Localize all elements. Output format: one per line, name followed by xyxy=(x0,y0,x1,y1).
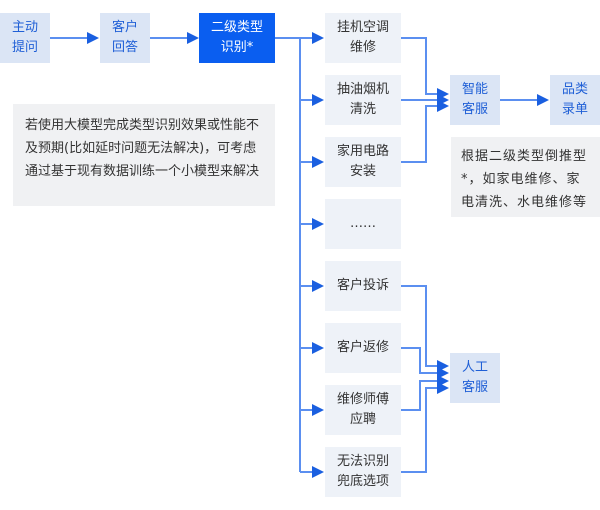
arrow-cat3-to-smart xyxy=(400,100,449,163)
human-service-node[interactable]: 人工 客服 xyxy=(450,353,500,403)
category-node[interactable]: 客户返修 xyxy=(325,323,401,373)
arrow-cat8-to-human xyxy=(400,382,449,473)
arrow-cat1-to-smart xyxy=(400,37,449,100)
category-entry-node[interactable]: 品类 录单 xyxy=(550,75,600,125)
start-node[interactable]: 主动 提问 xyxy=(0,13,50,63)
category-node[interactable]: 无法识别 兜底选项 xyxy=(325,447,401,497)
infer-note: 根据二级类型倒推型*，如家电维修、家电清洗、水电维修等 xyxy=(451,137,600,217)
smart-service-node[interactable]: 智能 客服 xyxy=(450,75,500,125)
category-node[interactable]: 挂机空调 维修 xyxy=(325,13,401,63)
arrow-cat7-to-human xyxy=(400,375,449,411)
arrow-cat5-to-human xyxy=(400,285,449,372)
category-node[interactable]: 家用电路 安装 xyxy=(325,137,401,187)
classify-node[interactable]: 二级类型 识别* xyxy=(199,13,275,63)
answer-node[interactable]: 客户 回答 xyxy=(100,13,150,63)
model-note: 若使用大模型完成类型识别效果或性能不及预期(比如延时问题无法解决)，可考虑通过基… xyxy=(13,104,275,206)
category-node[interactable]: 客户投诉 xyxy=(325,261,401,311)
category-node[interactable]: 抽油烟机 清洗 xyxy=(325,75,401,125)
arrow-cat6-to-human xyxy=(400,347,449,379)
category-node[interactable]: 维修师傅 应聘 xyxy=(325,385,401,435)
category-node[interactable]: …… xyxy=(325,199,401,249)
